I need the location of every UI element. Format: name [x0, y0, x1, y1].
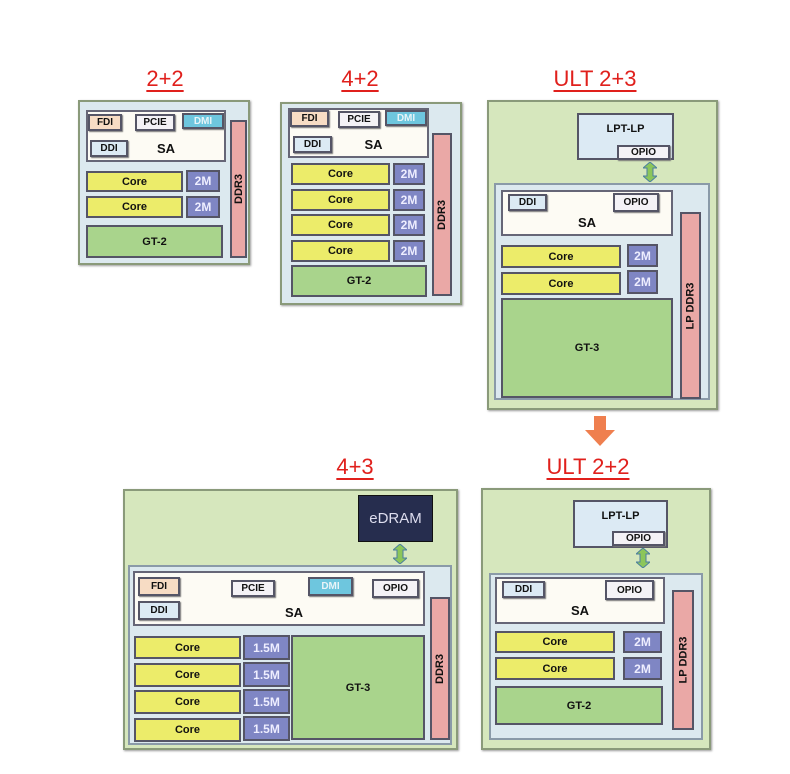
core-block: Core [495, 657, 615, 680]
cache-block: 2M [186, 196, 220, 218]
ddr3-block: DDR3 [432, 133, 452, 296]
lpt-opio-block: OPIO [612, 531, 665, 546]
bidirectional-arrow-icon [643, 162, 657, 182]
cache-block: 1.5M [243, 635, 290, 660]
bidirectional-arrow-icon [636, 548, 650, 568]
ddi-block: DDI [138, 601, 180, 620]
dmi-block: DMI [385, 110, 427, 126]
core-block: Core [86, 171, 183, 192]
config-title-4-3: 4+3 [336, 454, 374, 479]
config-title-4-2: 4+2 [341, 66, 379, 91]
cache-block: 2M [393, 189, 425, 211]
ddi-block: DDI [502, 581, 545, 598]
cache-block: 2M [627, 270, 658, 294]
sa-label: SA [156, 141, 176, 156]
config-title-ult-2-3: ULT 2+3 [553, 66, 637, 91]
dmi-block: DMI [308, 577, 353, 596]
core-block: Core [134, 690, 241, 714]
down-arrow-icon [585, 416, 615, 446]
cache-block: 1.5M [243, 716, 290, 741]
pcie-block: PCIE [231, 580, 275, 597]
core-block: Core [501, 272, 621, 295]
cache-block: 1.5M [243, 662, 290, 687]
gt-block: GT-3 [501, 298, 673, 398]
gt-block: GT-2 [291, 265, 427, 297]
cache-block: 2M [623, 631, 662, 653]
core-block: Core [134, 663, 241, 687]
ddr-label: LP DDR3 [677, 636, 689, 684]
pcie-block: PCIE [135, 114, 175, 131]
ddr-label: LP DDR3 [684, 282, 697, 329]
core-block: Core [291, 240, 390, 262]
sa-label: SA [284, 605, 304, 620]
core-block: Core [134, 636, 241, 659]
fdi-block: FDI [138, 577, 180, 596]
sa-label: SA [364, 137, 383, 152]
ddr-label: DDR3 [232, 174, 245, 204]
cache-block: 2M [623, 657, 662, 680]
core-block: Core [86, 196, 183, 218]
gt-block: GT-2 [495, 686, 663, 725]
fdi-block: FDI [88, 114, 122, 131]
core-block: Core [501, 245, 621, 268]
ddr-label: DDR3 [436, 199, 449, 230]
cache-block: 2M [393, 163, 425, 185]
core-block: Core [291, 189, 390, 211]
config-title-2-2: 2+2 [146, 66, 184, 91]
fdi-block: FDI [290, 110, 329, 127]
ddr3-block: DDR3 [230, 120, 247, 258]
ddr-label: DDR3 [434, 653, 447, 684]
cache-block: 2M [186, 170, 220, 192]
core-block: Core [495, 631, 615, 653]
gt-block: GT-2 [86, 225, 223, 258]
lp-ddr3-block: LP DDR3 [680, 212, 701, 399]
core-block: Core [291, 163, 390, 185]
opio-block: OPIO [372, 579, 419, 598]
core-block: Core [291, 214, 390, 236]
sa-label: SA [570, 603, 590, 618]
ddr3-block: DDR3 [430, 597, 450, 740]
edram-block: eDRAM [358, 495, 433, 542]
config-title-ult-2-2: ULT 2+2 [546, 454, 630, 479]
cache-block: 2M [393, 240, 425, 262]
cache-block: 2M [627, 244, 658, 267]
core-block: Core [134, 718, 241, 742]
bidirectional-arrow-icon [393, 544, 407, 564]
lpt-opio-block: OPIO [617, 145, 670, 160]
opio-block: OPIO [605, 580, 654, 600]
sa-label: SA [577, 215, 597, 230]
dmi-block: DMI [182, 113, 224, 129]
pcie-block: PCIE [338, 111, 380, 128]
lp-ddr3-block: LP DDR3 [672, 590, 694, 730]
ddi-block: DDI [90, 140, 128, 157]
cache-block: 1.5M [243, 689, 290, 714]
gt-block: GT-3 [291, 635, 425, 740]
opio-block: OPIO [613, 193, 659, 212]
ddi-block: DDI [293, 136, 332, 153]
cache-block: 2M [393, 214, 425, 236]
ddi-block: DDI [508, 194, 547, 211]
